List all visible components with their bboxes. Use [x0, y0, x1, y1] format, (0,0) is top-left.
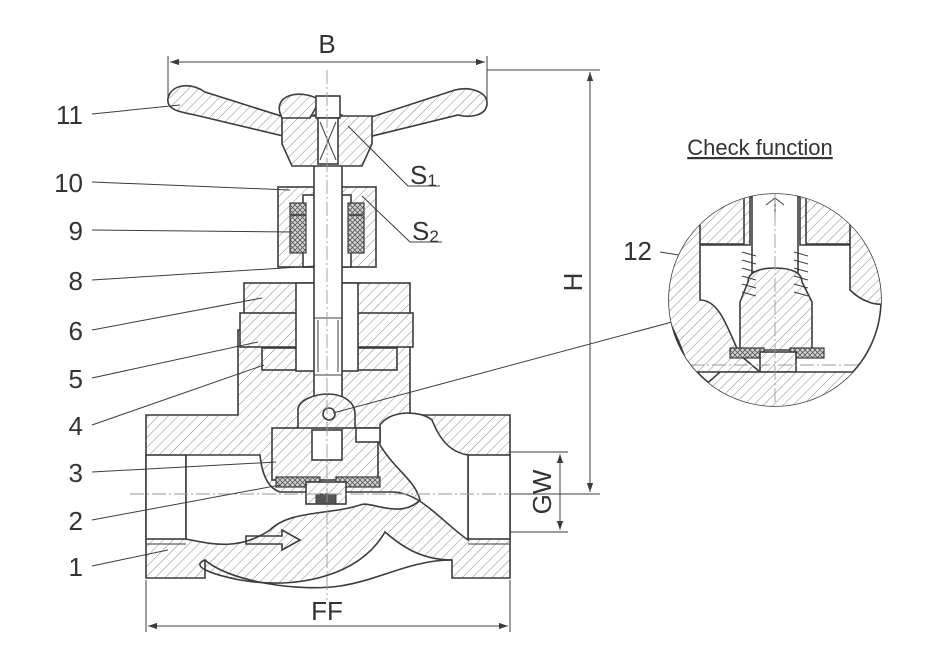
packing-right: [347, 202, 365, 254]
part-label-1: 1: [69, 552, 83, 582]
dimension-b-label: B: [318, 29, 335, 59]
part-label-4: 4: [69, 411, 83, 441]
check-function-caption: Check function: [687, 135, 833, 160]
dimension-h-label: H: [558, 273, 588, 292]
part-label-12: 12: [623, 236, 652, 266]
part-label-9: 9: [69, 216, 83, 246]
dimension-labels: B H FF GW: [311, 29, 588, 626]
leader-lines: [91, 104, 749, 567]
part-labels: 11 10 9 8 6 5 4 3 2 1 12: [54, 100, 652, 582]
dimension-ff-label: FF: [311, 596, 343, 626]
part-label-3: 3: [69, 458, 83, 488]
part-label-11: 11: [56, 100, 83, 130]
disc-pin: [322, 407, 336, 421]
part-label-10: 10: [54, 168, 83, 198]
dimension-lines: [145, 56, 600, 632]
disc-assembly: [271, 393, 381, 505]
wrench-size-labels: S1 S2: [410, 160, 439, 246]
flow-direction-arrow-icon: [245, 528, 302, 552]
dimension-gw-label: GW: [527, 469, 557, 514]
part-label-6: 6: [69, 316, 83, 346]
stem-nut: [315, 95, 341, 119]
part-label-8: 8: [69, 266, 83, 296]
packing-left: [289, 202, 307, 254]
part-label-2: 2: [69, 506, 83, 536]
part-label-5: 5: [69, 364, 83, 394]
wrench-size-s1: S1: [410, 160, 437, 190]
wrench-size-s2: S2: [412, 216, 439, 246]
outlet-bore: [467, 454, 511, 540]
check-function-detail: [668, 193, 882, 407]
